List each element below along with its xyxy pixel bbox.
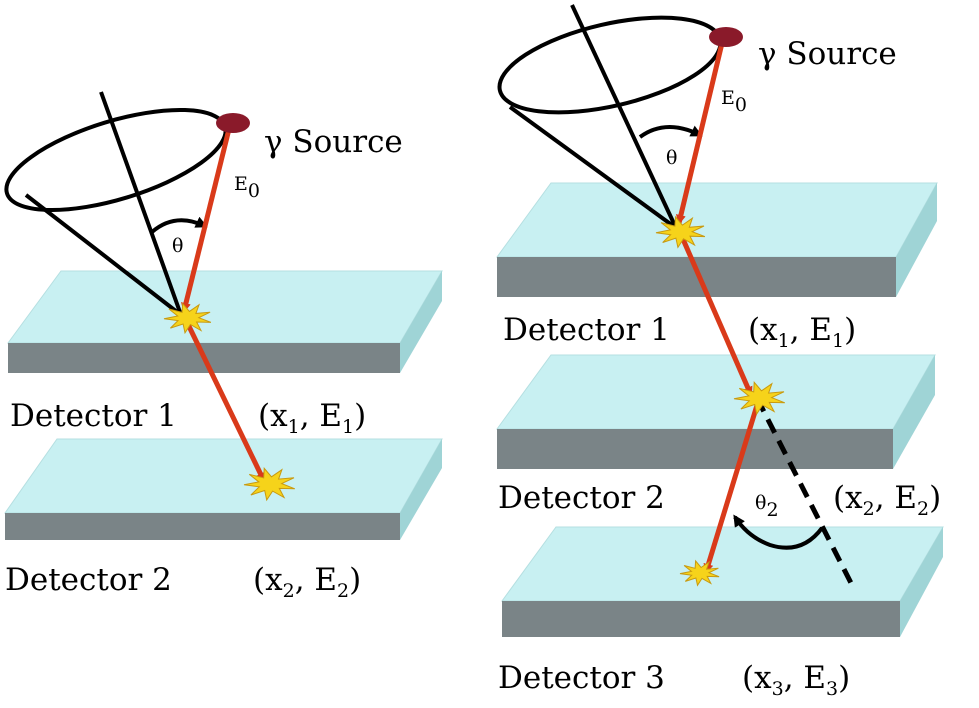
left-detector-2-label: Detector 2 — [5, 562, 172, 598]
left-source-label: γ Source — [264, 124, 403, 160]
left-detector-2-slab — [4, 438, 443, 540]
right-theta2-label: θ2 — [755, 492, 779, 521]
left-detector-2-coord: (x2, E2) — [253, 562, 361, 602]
right-theta-arc — [638, 125, 703, 139]
right-interaction-3 — [679, 559, 720, 587]
right-panel: θ θ2 γ Source E0 Detector 1 (x1, E1) Det… — [496, 4, 944, 700]
right-scattered-photon-2 — [703, 401, 761, 574]
right-detector-3-coord: (x3, E3) — [742, 660, 850, 700]
right-energy-label: E0 — [721, 87, 747, 116]
right-detector-1-slab — [496, 182, 938, 297]
right-detector-1-label: Detector 1 — [503, 312, 670, 348]
right-detector-2-coord: (x2, E2) — [833, 480, 941, 520]
right-source-label: γ Source — [758, 36, 897, 72]
left-gamma-source — [216, 113, 250, 133]
left-incoming-photon — [181, 124, 233, 313]
right-theta2-arc — [733, 514, 824, 550]
left-detector-1-coord: (x1, E1) — [258, 398, 366, 438]
right-incoming-photon — [675, 38, 726, 225]
left-detector-1-label: Detector 1 — [10, 398, 177, 434]
right-interaction-2 — [733, 381, 785, 416]
right-detector-1-coord: (x1, E1) — [748, 312, 856, 352]
right-detector-3-slab — [501, 526, 944, 637]
left-panel: θ γ Source E0 Detector 1 (x1, E1) Detect… — [4, 91, 443, 602]
right-gamma-source — [709, 27, 743, 47]
left-energy-label: E0 — [234, 173, 260, 202]
right-theta-label: θ — [666, 147, 677, 169]
right-detector-2-label: Detector 2 — [498, 480, 665, 516]
right-interaction-1 — [655, 215, 706, 249]
left-detector-1-slab — [7, 270, 443, 373]
left-theta-label: θ — [172, 235, 183, 257]
right-detector-2-slab — [496, 354, 936, 469]
left-scattered-photon — [181, 314, 267, 483]
left-theta-arc — [150, 216, 208, 234]
left-interaction-2 — [243, 467, 295, 502]
right-scattered-photon-1 — [676, 229, 754, 397]
right-detector-3-label: Detector 3 — [498, 660, 665, 696]
left-interaction-1 — [163, 302, 212, 335]
right-dashed-extension — [754, 396, 855, 587]
